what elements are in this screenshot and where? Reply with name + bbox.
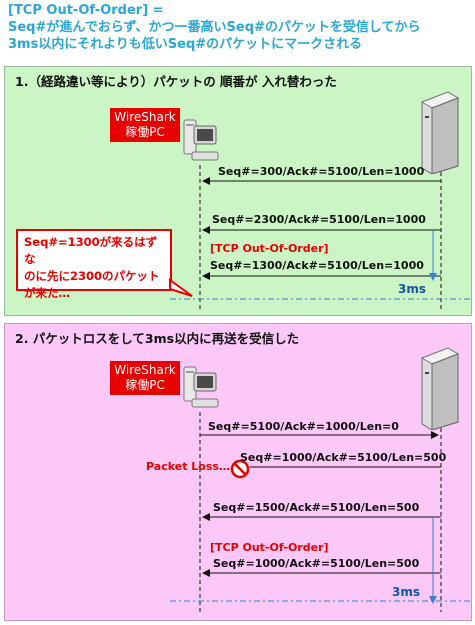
wireshark-pc-label-2: WireShark 稼働PC [110,361,180,395]
server-icon [418,344,460,434]
message-label: Seq#=1000/Ack#=5100/Len=500 [213,557,420,570]
message-label: Seq#=300/Ack#=5100/Len=1000 [218,165,425,178]
timer-label: 3ms [392,585,420,599]
pc-icon [180,365,220,415]
wireshark-label-sub: 稼働PC [125,125,165,139]
packet-loss-label: Packet Loss… [146,460,230,473]
pc-icon [180,118,220,168]
wireshark-pc-label-1: WireShark 稼働PC [110,108,180,142]
title-line-3: 3ms以内にそれよりも低いSeq#のパケットにマークされる [8,37,363,52]
message-label: Seq#=1000/Ack#=5100/Len=500 [240,451,447,464]
server-icon [418,88,460,178]
title-line-1: [TCP Out-Of-Order] = [8,3,164,18]
message-label: Seq#=1500/Ack#=5100/Len=500 [213,501,420,514]
message-label: Seq#=5100/Ack#=1000/Len=0 [208,420,399,433]
out-of-order-tag: [TCP Out-Of-Order] [210,242,329,255]
message-label: Seq#=1300/Ack#=5100/Len=1000 [210,259,424,272]
message-label: Seq#=2300/Ack#=5100/Len=1000 [212,213,426,226]
panel-2-heading: 2. パケットロスをして3ms以内に再送を受信した [15,331,300,346]
callout-line: が来た… [24,286,70,300]
diagram-title: [TCP Out-Of-Order] = Seq#が進んでおらず、かつ一番高いS… [8,2,473,53]
wireshark-label-sub: 稼働PC [125,378,165,392]
callout-line: Seq#=1300が来るはずな [24,235,158,266]
out-of-order-tag: [TCP Out-Of-Order] [210,541,329,554]
wireshark-label-name: WireShark [114,110,176,124]
no-entry-icon [230,459,250,479]
timer-label: 3ms [398,282,426,296]
panel-1-heading: 1.（経路違い等により）パケットの 順番が 入れ替わった [15,74,337,89]
reorder-callout: Seq#=1300が来るはずな のに先に2300のパケット が来た… [16,229,172,300]
callout-line: のに先に2300のパケット [24,269,160,283]
title-line-2: Seq#が進んでおらず、かつ一番高いSeq#のパケットを受信してから [8,20,421,35]
wireshark-label-name: WireShark [114,363,176,377]
